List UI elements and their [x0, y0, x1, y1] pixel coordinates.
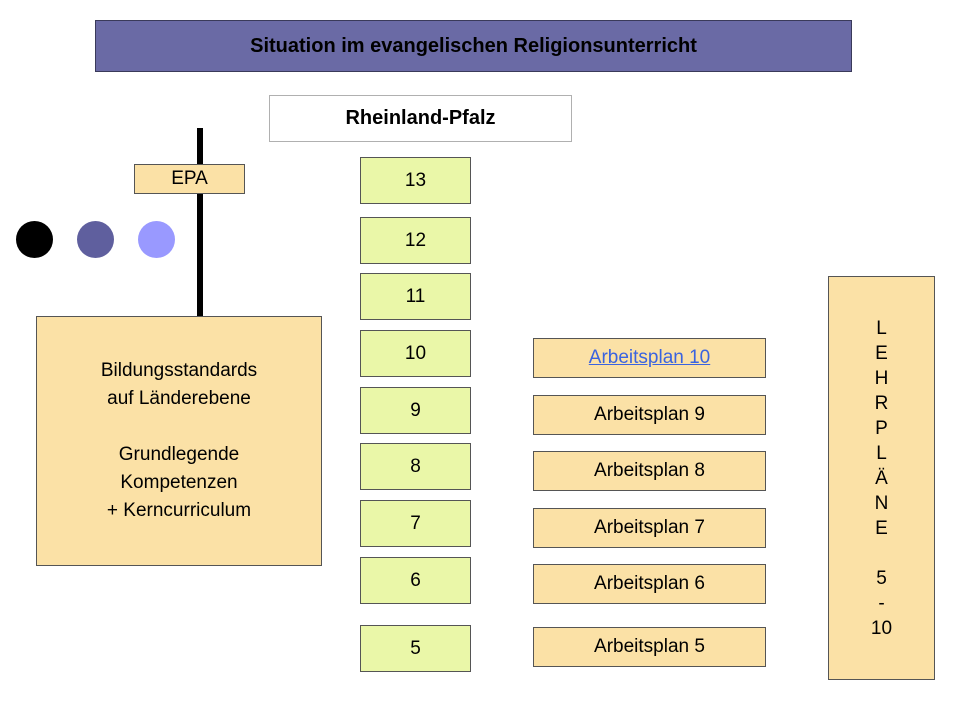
lehrplaene-letter: L — [876, 317, 887, 339]
standards-line: Kompetenzen — [120, 472, 238, 493]
arbeitsplan-box: Arbeitsplan 7 — [533, 508, 766, 548]
grade-box: 13 — [360, 157, 471, 204]
region-label: Rheinland-Pfalz — [269, 95, 572, 142]
page-title: Situation im evangelischen Religionsunte… — [95, 20, 852, 72]
grade-box: 6 — [360, 557, 471, 604]
grade-box: 12 — [360, 217, 471, 264]
arbeitsplan-10-link[interactable]: Arbeitsplan 10 — [588, 347, 711, 368]
grade-box: 9 — [360, 387, 471, 434]
arbeitsplan-box: Arbeitsplan 5 — [533, 627, 766, 667]
dark-blue-circle-icon — [77, 221, 114, 258]
lehrplaene-letter: E — [875, 342, 888, 364]
grade-box: 8 — [360, 443, 471, 490]
lehrplaene-range: 10 — [870, 617, 893, 639]
arbeitsplan-box: Arbeitsplan 9 — [533, 395, 766, 435]
lehrplaene-box: L E H R P L Ä N E 5 - 10 — [828, 276, 935, 680]
lehrplaene-letter: Ä — [875, 467, 888, 489]
bildungsstandards-box: Bildungsstandards auf Länderebene Grundl… — [36, 316, 322, 566]
standards-line: Bildungsstandards — [100, 360, 258, 381]
standards-line: + Kerncurriculum — [106, 500, 252, 521]
standards-line: auf Länderebene — [107, 388, 251, 409]
black-circle-icon — [16, 221, 53, 258]
standards-line: Grundlegende — [118, 444, 240, 465]
lehrplaene-letter: R — [874, 392, 889, 414]
arbeitsplan-10-box: Arbeitsplan 10 — [533, 338, 766, 378]
lehrplaene-range: - — [878, 592, 885, 614]
lehrplaene-letter: H — [874, 367, 889, 389]
light-blue-circle-icon — [138, 221, 175, 258]
grade-box: 11 — [360, 273, 471, 320]
arbeitsplan-box: Arbeitsplan 8 — [533, 451, 766, 491]
epa-box: EPA — [134, 164, 245, 194]
lehrplaene-letter: E — [875, 517, 888, 539]
lehrplaene-letter: L — [876, 442, 887, 464]
arbeitsplan-box: Arbeitsplan 6 — [533, 564, 766, 604]
grade-box: 7 — [360, 500, 471, 547]
lehrplaene-letter: N — [874, 492, 889, 514]
lehrplaene-letter: P — [875, 417, 888, 439]
grade-box: 5 — [360, 625, 471, 672]
grade-box: 10 — [360, 330, 471, 377]
connector-line — [197, 128, 203, 318]
lehrplaene-range: 5 — [876, 567, 887, 589]
